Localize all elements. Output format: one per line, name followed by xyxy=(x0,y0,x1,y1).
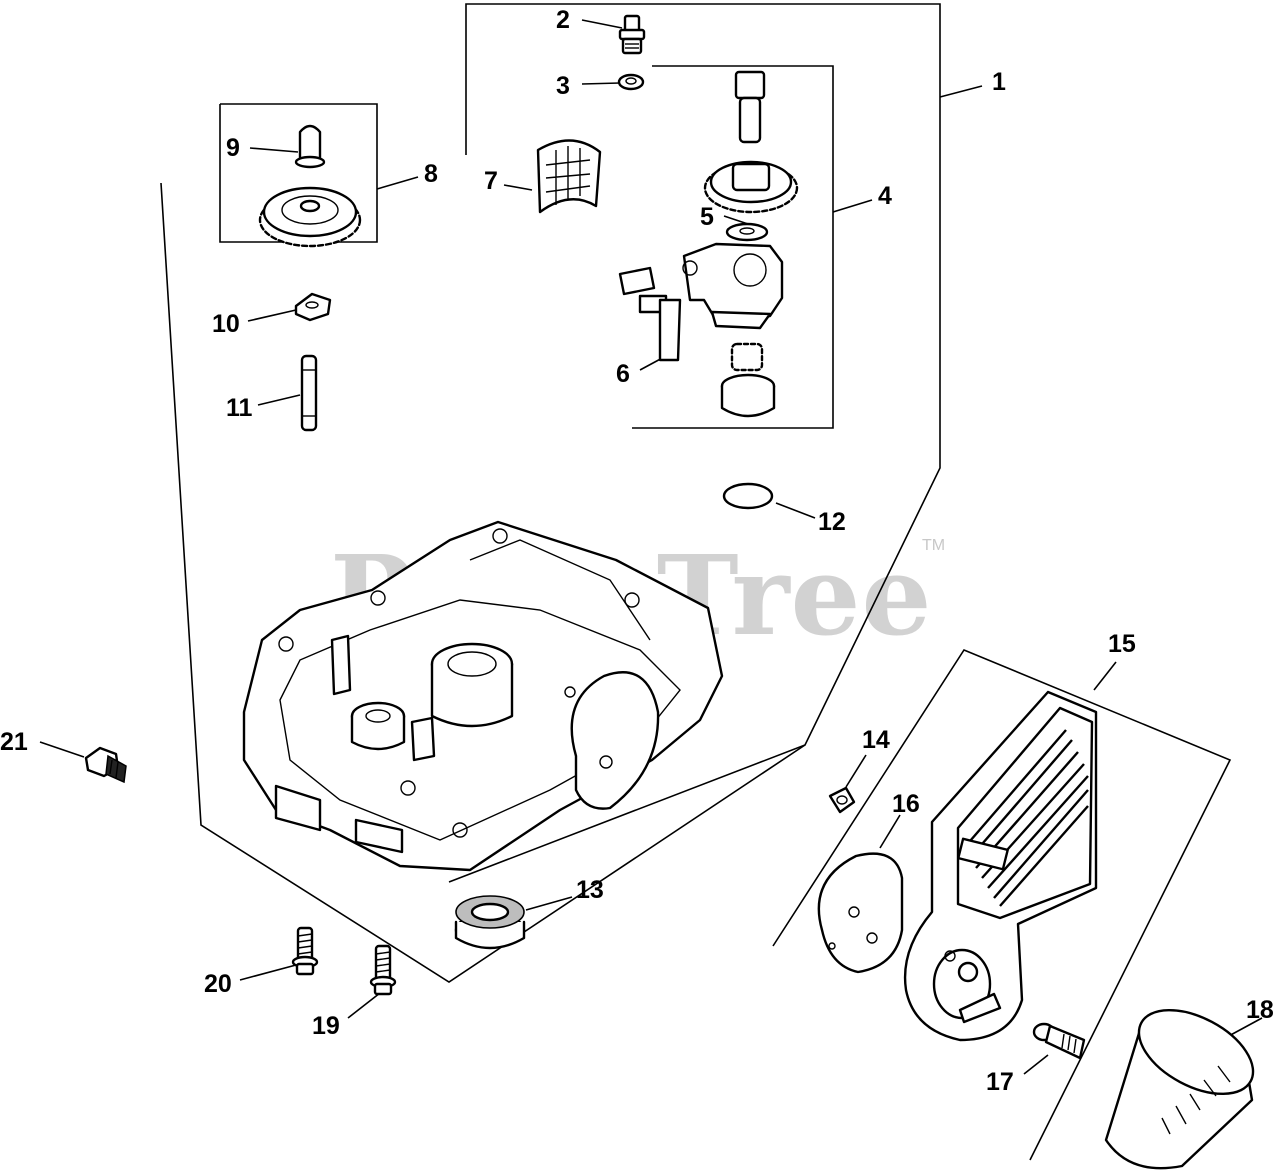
part-17-bolt xyxy=(1032,1022,1086,1060)
part-4-oil-pump-assembly xyxy=(618,70,799,418)
callout-6: 6 xyxy=(616,360,630,388)
leader-lines xyxy=(39,19,1263,1075)
callout-20: 20 xyxy=(204,970,232,998)
callout-14: 14 xyxy=(862,726,890,754)
callout-3: 3 xyxy=(556,72,570,100)
callout-9: 9 xyxy=(226,134,240,162)
callout-7: 7 xyxy=(484,167,498,195)
part-8-gear xyxy=(258,186,362,248)
callout-5: 5 xyxy=(700,203,714,231)
callout-10: 10 xyxy=(212,310,240,338)
part-7-oil-screen xyxy=(536,139,602,214)
part-13-oil-seal xyxy=(454,895,526,950)
callout-8: 8 xyxy=(424,160,438,188)
part-20-bolt xyxy=(291,926,319,976)
callout-4: 4 xyxy=(878,182,892,210)
callout-2: 2 xyxy=(556,6,570,34)
part-16-gasket xyxy=(817,852,904,974)
part-15-oil-cooler xyxy=(903,690,1098,1042)
part-10-spacer xyxy=(294,292,332,322)
callout-17: 17 xyxy=(986,1068,1014,1096)
assembly-outline-4 xyxy=(632,65,873,429)
callout-11: 11 xyxy=(226,394,253,422)
part-11-shaft xyxy=(300,354,318,432)
assembly-outline-8 xyxy=(219,103,419,243)
part-3-washer xyxy=(617,73,645,91)
callout-21: 21 xyxy=(0,728,28,756)
callout-18: 18 xyxy=(1246,996,1274,1024)
part-2-bolt xyxy=(618,14,646,55)
watermark-trademark: TM xyxy=(922,537,945,554)
callout-19: 19 xyxy=(312,1012,340,1040)
callout-labels: 1 2 3 4 5 6 7 8 9 10 11 12 13 14 15 16 1… xyxy=(0,6,1274,1096)
assembly-outline-15 xyxy=(772,649,1232,1161)
part-12-o-ring xyxy=(722,482,774,510)
part-18-oil-filter xyxy=(1104,1008,1255,1170)
callout-12: 12 xyxy=(818,508,846,536)
part-19-bolt xyxy=(369,944,397,996)
part-21-drain-plug xyxy=(84,746,127,784)
part-14-fitting xyxy=(828,786,856,814)
callout-15: 15 xyxy=(1108,630,1136,658)
callout-13: 13 xyxy=(576,876,604,904)
callout-16: 16 xyxy=(892,790,920,818)
part-9-pin xyxy=(294,124,326,169)
callout-1: 1 xyxy=(992,68,1006,96)
assembly-outline-1 xyxy=(160,3,983,983)
closure-plate xyxy=(242,520,724,872)
